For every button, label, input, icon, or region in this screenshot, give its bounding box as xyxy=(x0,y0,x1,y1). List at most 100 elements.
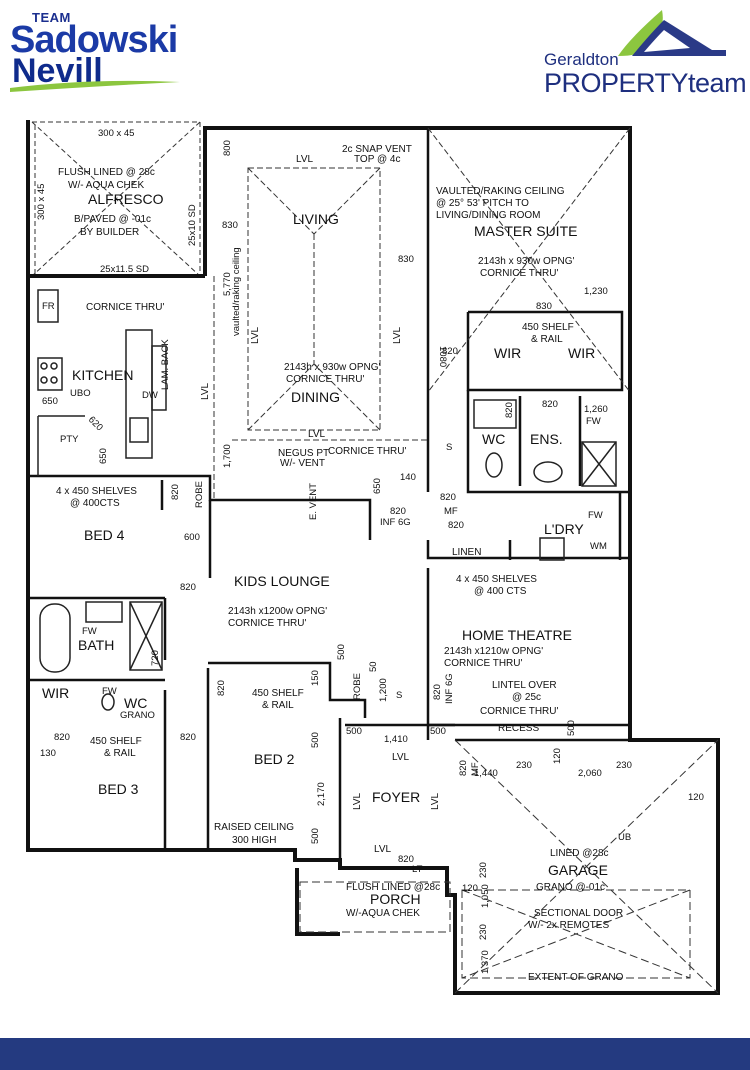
ht-cornice-note: CORNICE THRU' xyxy=(444,658,522,669)
kids-opening-note: 2143h x1200w OPNG' xyxy=(228,606,327,617)
alfresco-flush-note: FLUSH LINED @ 28c xyxy=(58,167,155,178)
raking-ceiling-lines xyxy=(213,127,631,500)
dim-500-bed2: 500 xyxy=(310,732,321,748)
bed2-rail-note: & RAIL xyxy=(262,700,294,711)
wc-s-label: S xyxy=(396,690,402,701)
room-dining: DINING xyxy=(291,389,340,405)
dim-230-b: 230 xyxy=(616,760,632,771)
dim-820-foyer: 820 xyxy=(398,854,414,865)
linen-label: LINEN xyxy=(452,547,481,558)
room-wir-bed3: WIR xyxy=(42,685,69,701)
mf-ldry: MF xyxy=(444,506,458,517)
vaulted-note-2: @ 25° 53' PITCH TO xyxy=(436,198,529,209)
inf6g-ht: INF 6G xyxy=(444,673,455,704)
dim-2170: 2,170 xyxy=(316,782,327,806)
garage-grano-note: GRANO @-01c xyxy=(536,882,605,893)
alfresco-aqua-note: W/- AQUA CHEK xyxy=(68,180,144,191)
cornice-thru-kitchen: CORNICE THRU' xyxy=(86,302,164,313)
room-kids-lounge: KIDS LOUNGE xyxy=(234,573,330,589)
dim-600: 600 xyxy=(184,532,200,543)
recess-label: RECESS xyxy=(498,723,539,734)
dim-820-ens: 820 xyxy=(542,399,558,410)
cornice-thru-central: CORNICE THRU' xyxy=(328,446,406,457)
garage-lined-note: LINED @28c xyxy=(550,848,609,859)
e-vent-label: E. VENT xyxy=(308,483,319,520)
dim-820-bed3-door: 820 xyxy=(180,732,196,743)
dim-830-right: 830 xyxy=(398,254,414,265)
dim-400: 500 xyxy=(566,720,577,736)
room-bath: BATH xyxy=(78,637,114,653)
dim-1050: 1,050 xyxy=(480,884,491,908)
room-foyer: FOYER xyxy=(372,789,420,805)
dim-120-b: 120 xyxy=(688,792,704,803)
master-shelf-note: 450 SHELF xyxy=(522,322,574,333)
dishwasher-label: DW xyxy=(142,390,158,401)
dining-opening-note: 2143h x 930w OPNG' xyxy=(284,362,380,373)
dim-650-pty: 650 xyxy=(98,448,109,464)
room-wir-master-left: WIR xyxy=(494,345,521,361)
foyer-lvl-right: LVL xyxy=(430,793,441,810)
sd-25x10-note: 25x10 SD xyxy=(187,204,198,246)
pantry-label: PTY xyxy=(60,434,79,445)
team-sadowski-nevill-logo: TEAM Sadowski Nevill xyxy=(10,8,185,98)
kitchen-fixtures xyxy=(37,289,167,476)
bed2-shelf-note: 450 SHELF xyxy=(252,688,304,699)
ht-opening-note: 2143h x1210w OPNG' xyxy=(444,646,543,657)
vaulted-note-3: LIVING/DINING ROOM xyxy=(436,210,540,221)
bath-fw: FW xyxy=(82,626,97,637)
dining-cornice-note: CORNICE THRU' xyxy=(286,374,364,385)
dim-50: 50 xyxy=(368,661,379,672)
dim-820-ldry-2: 820 xyxy=(448,520,464,531)
ht-shelves-note: 4 x 450 SHELVES xyxy=(456,574,537,585)
dim-120-a: 120 xyxy=(552,748,563,764)
dim-820-master: 820 xyxy=(442,346,458,357)
lintel-note-2: @ 25c xyxy=(512,692,541,703)
dim-1370: 1 370 xyxy=(480,950,491,974)
ens-fw: FW xyxy=(586,416,601,427)
dim-500-foyer-left: 500 xyxy=(346,726,362,737)
dim-140: 140 xyxy=(400,472,416,483)
snap-vent-top-note: TOP @ 4c xyxy=(354,154,400,165)
room-ensuite: ENS. xyxy=(530,431,563,447)
dim-830-master: 830 xyxy=(536,301,552,312)
foyer-lvl-left: LVL xyxy=(352,793,363,810)
dim-800: 800 xyxy=(222,140,233,156)
dim-150: 150 xyxy=(310,670,321,686)
dim-500-bed2-bottom: 500 xyxy=(310,828,321,844)
inf6g-hall: INF 6G xyxy=(380,517,411,528)
room-wc-ensuite: WC xyxy=(482,431,505,447)
kids-cornice-note: CORNICE THRU' xyxy=(228,618,306,629)
dim-650-kitchen: 650 xyxy=(42,396,58,407)
room-living: LIVING xyxy=(293,211,339,227)
negus-note-1: NEGUS PT xyxy=(278,448,329,459)
living-lvl-right: LVL xyxy=(392,327,403,344)
spa-s-label: S xyxy=(446,442,452,453)
dim-820-bed4: 820 xyxy=(170,484,181,500)
lintel-note-1: LINTEL OVER xyxy=(492,680,557,691)
dim-230-garage: 230 xyxy=(478,862,489,878)
master-cornice-note: CORNICE THRU' xyxy=(480,268,558,279)
room-laundry: L'DRY xyxy=(544,521,584,537)
porch-aqua-note: W/-AQUA CHEK xyxy=(346,908,420,919)
logo-swoosh-icon xyxy=(10,80,180,92)
bed3-rail-note: & RAIL xyxy=(104,748,136,759)
sectional-door-note-2: W/- 2x REMOTES xyxy=(528,920,609,931)
wc-fw: FW xyxy=(102,686,117,697)
dim-820-bed2: 820 xyxy=(216,680,227,696)
living-lvl-left: LVL xyxy=(250,327,261,344)
dim-820-ldry: 820 xyxy=(440,492,456,503)
roof-leaf-icon xyxy=(618,10,726,56)
washing-machine-label: WM xyxy=(590,541,607,552)
grano-wc: GRANO xyxy=(120,710,155,721)
room-porch: PORCH xyxy=(370,891,421,907)
geraldton-property-team-logo: Geraldton PROPERTYteam xyxy=(540,8,747,98)
dim-620: 620 xyxy=(86,414,105,433)
foyer-lvl-bottom: LVL xyxy=(374,844,391,855)
dim-230-garage-2: 230 xyxy=(478,924,489,940)
alfresco-paved-note: B/PAVED @ -01c xyxy=(74,214,151,225)
ub-label: UB xyxy=(618,832,631,843)
raised-ceiling-note-1: RAISED CEILING xyxy=(214,822,294,833)
dim-830-left: 830 xyxy=(222,220,238,231)
sd-25x115-note: 25x11.5 SD xyxy=(100,264,149,275)
room-wc-main: WC xyxy=(124,695,147,711)
